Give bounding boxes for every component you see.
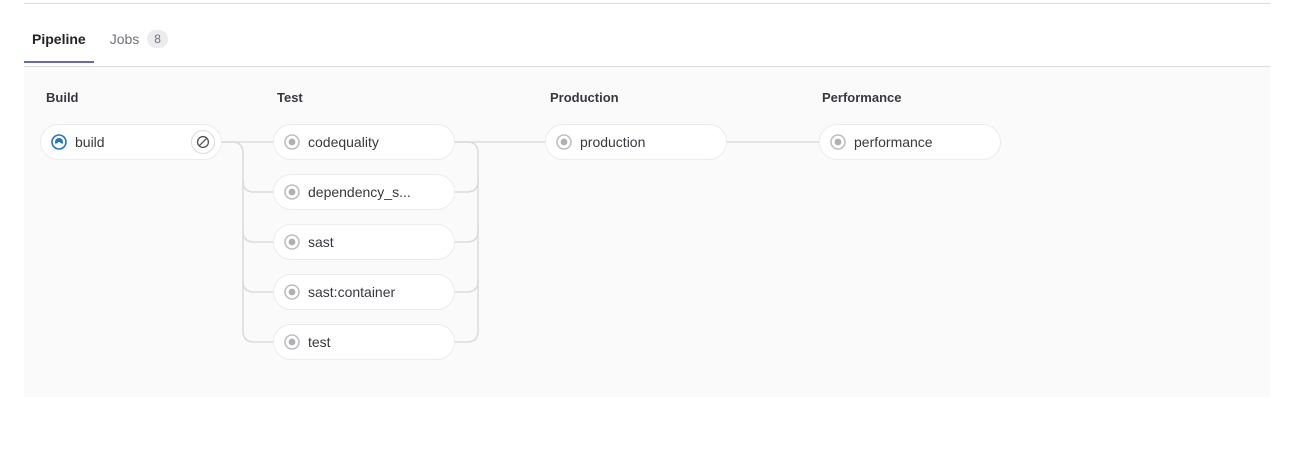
- tab-pipeline-label: Pipeline: [32, 31, 86, 47]
- stage-title-production: Production: [550, 90, 619, 105]
- status-created-icon: [830, 134, 846, 150]
- pipeline-graph: Build Test Production Performance build …: [24, 67, 1270, 397]
- top-divider: [24, 3, 1270, 4]
- stage-title-test: Test: [277, 90, 303, 105]
- stage-title-performance: Performance: [822, 90, 902, 105]
- tab-pipeline[interactable]: Pipeline: [24, 22, 94, 63]
- job-label-dependency-scanning: dependency_s...: [308, 184, 411, 200]
- tab-jobs-label: Jobs: [109, 31, 140, 47]
- job-node-test[interactable]: test: [273, 324, 455, 360]
- job-label-performance: performance: [854, 134, 933, 150]
- tab-jobs[interactable]: Jobs 8: [102, 22, 176, 62]
- job-label-build: build: [75, 134, 105, 150]
- stage-title-build: Build: [46, 90, 79, 105]
- pipeline-connectors: [221, 141, 820, 343]
- job-node-sast[interactable]: sast: [273, 224, 455, 260]
- job-node-codequality[interactable]: codequality: [273, 124, 455, 160]
- job-label-production: production: [580, 134, 646, 150]
- status-created-icon: [284, 234, 300, 250]
- status-created-icon: [284, 334, 300, 350]
- job-node-dependency-scanning[interactable]: dependency_s...: [273, 174, 455, 210]
- job-node-build[interactable]: build: [40, 124, 222, 160]
- job-label-sast-container: sast:container: [308, 284, 396, 300]
- tab-jobs-count-badge: 8: [147, 30, 168, 48]
- job-label-test: test: [308, 334, 331, 350]
- status-created-icon: [284, 134, 300, 150]
- status-created-icon: [284, 184, 300, 200]
- job-node-production[interactable]: production: [545, 124, 727, 160]
- job-label-codequality: codequality: [308, 134, 379, 150]
- job-node-sast-container[interactable]: sast:container: [273, 274, 455, 310]
- job-label-sast: sast: [308, 234, 334, 250]
- job-node-performance[interactable]: performance: [819, 124, 1001, 160]
- cancel-icon-button[interactable]: [191, 130, 215, 154]
- cancel-icon: [196, 135, 210, 149]
- status-running-icon: [51, 134, 67, 150]
- status-created-icon: [556, 134, 572, 150]
- pipeline-tab-bar: Pipeline Jobs 8: [24, 22, 1270, 67]
- status-created-icon: [284, 284, 300, 300]
